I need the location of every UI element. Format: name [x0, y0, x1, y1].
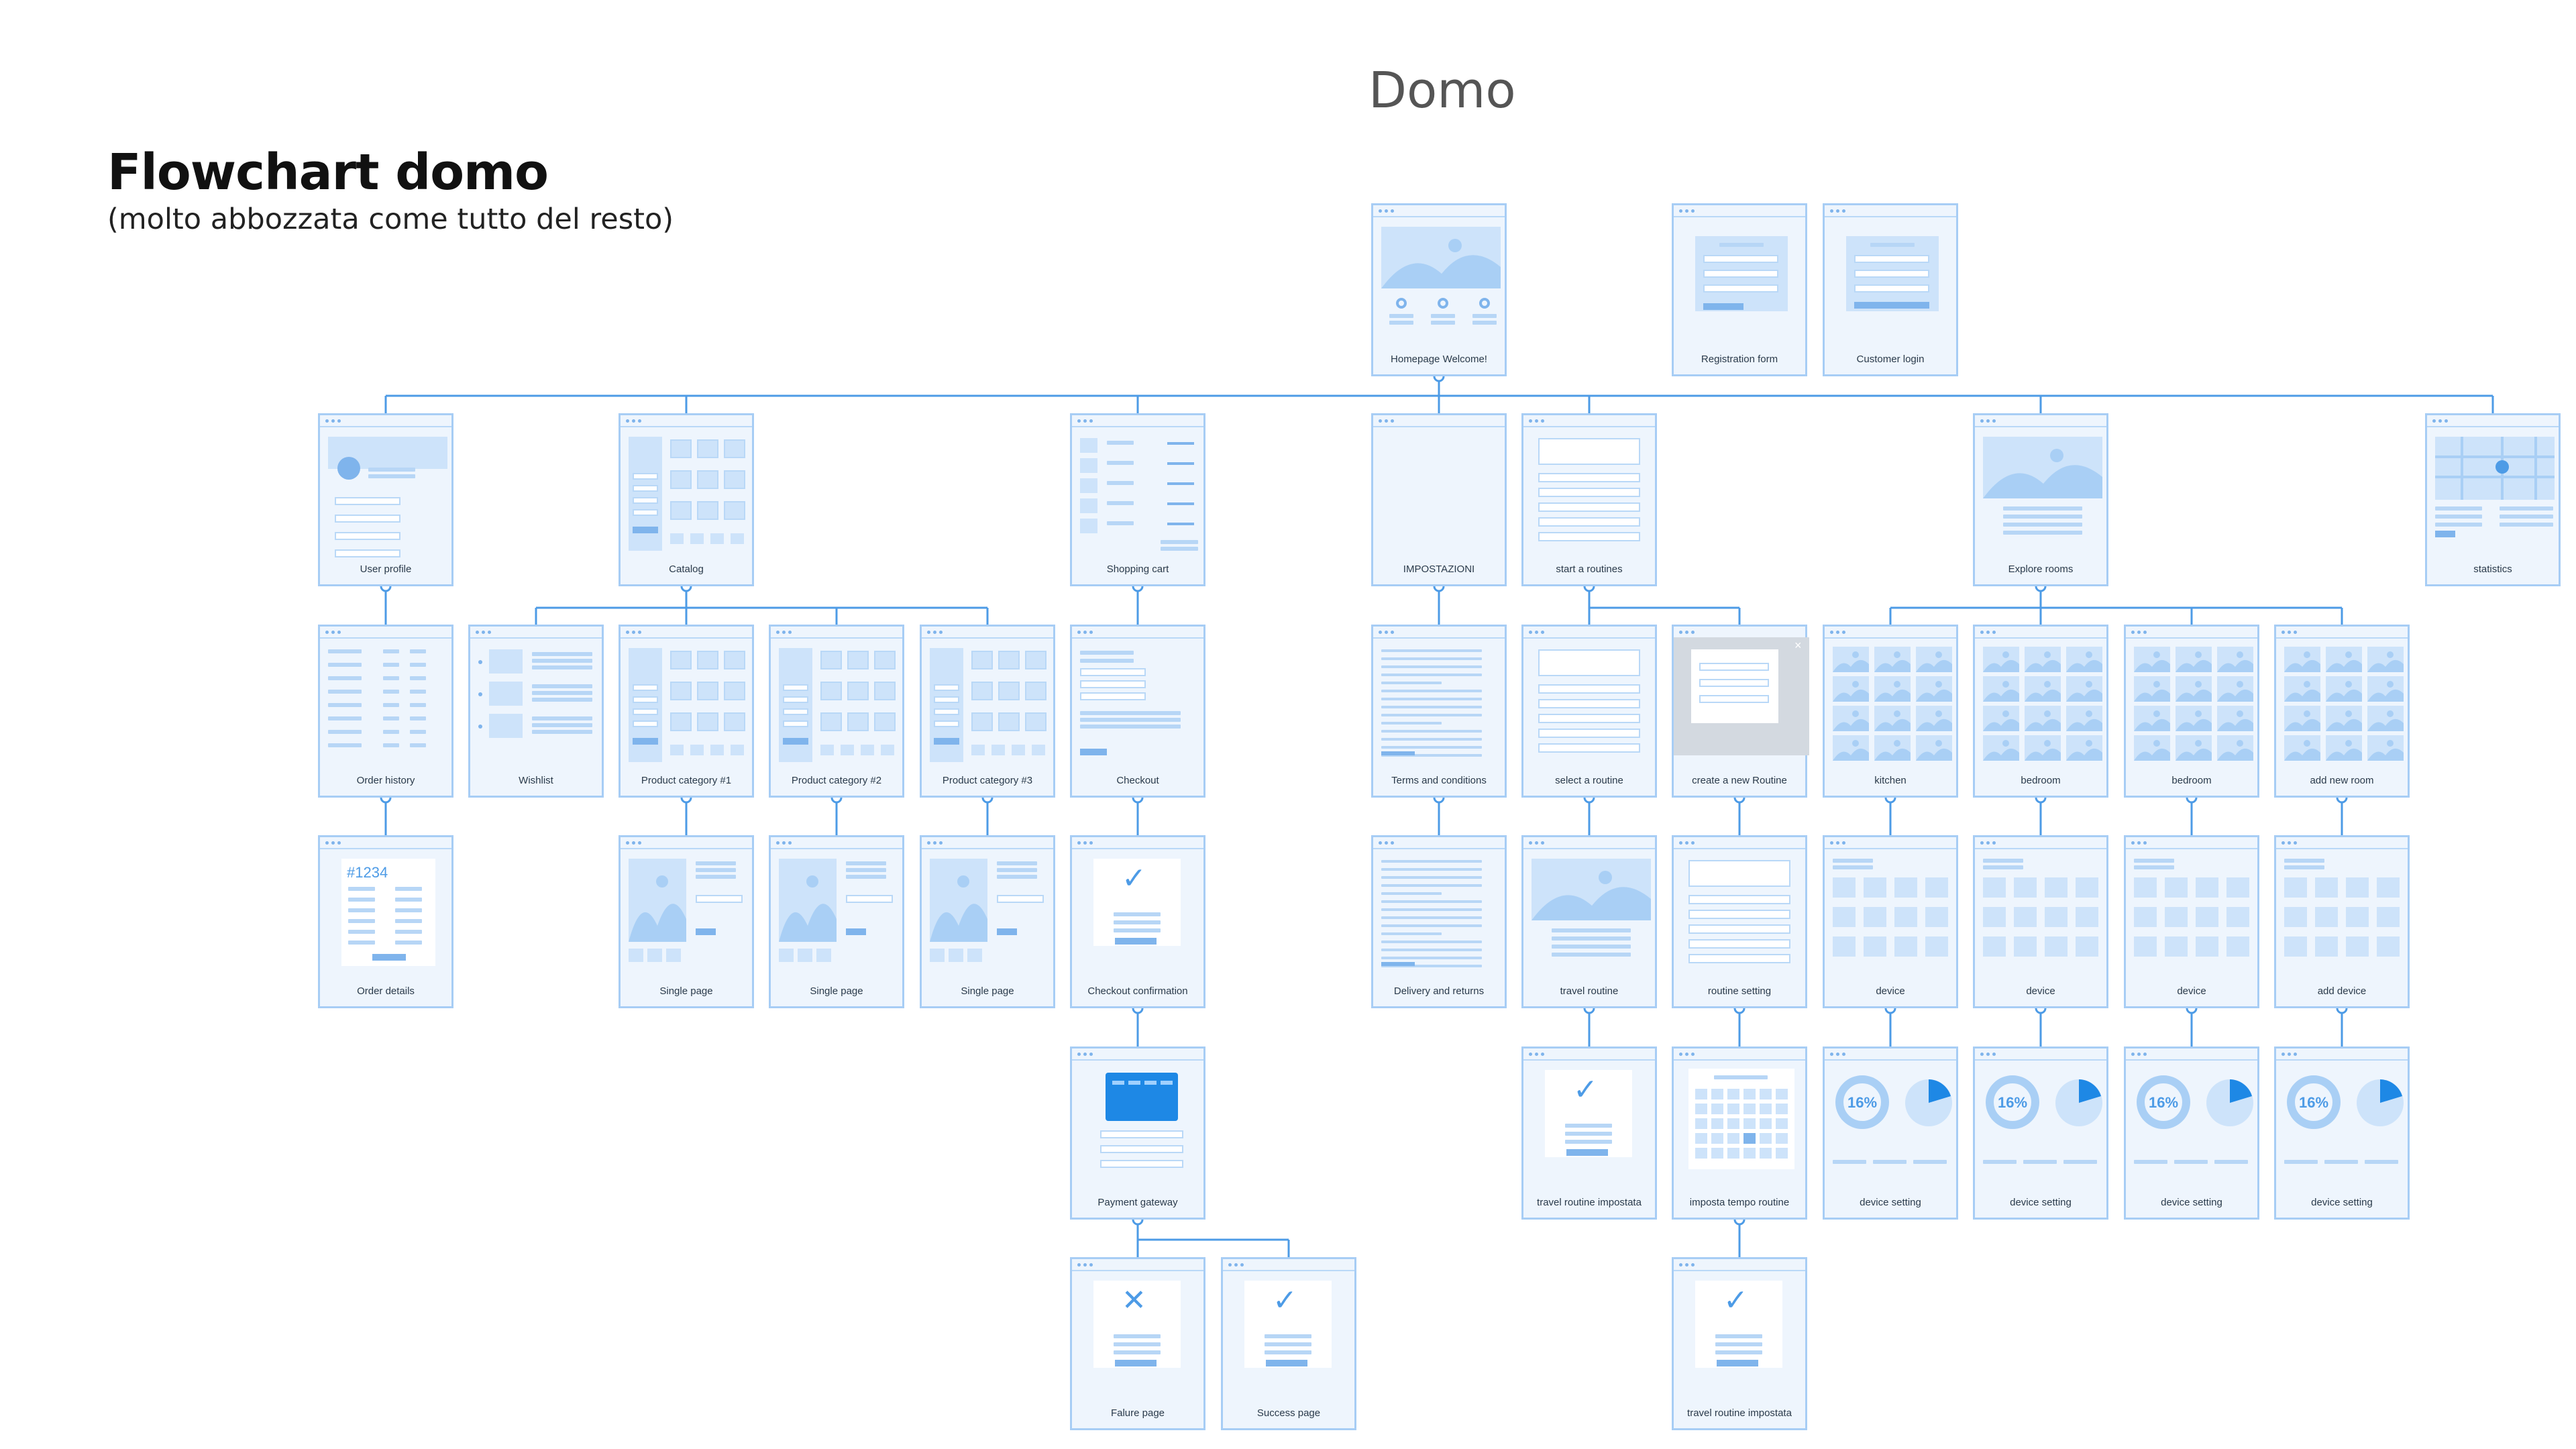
screen-label: Catalog: [669, 564, 704, 575]
screen-card-select-routine: select a routine: [1521, 625, 1657, 798]
product-name: Domo: [1368, 62, 1516, 119]
screen-label: bedroom: [2171, 775, 2212, 786]
screen-label: bedroom: [2021, 775, 2061, 786]
percent-label: 16%: [1998, 1094, 2028, 1111]
screen-label: Success page: [1256, 1407, 1321, 1419]
screen-label: start a routines: [1556, 564, 1623, 575]
screen-label: Delivery and returns: [1393, 985, 1485, 997]
screen-card-delivery: Delivery and returns: [1371, 835, 1507, 1008]
screen-card-bedroom-2: bedroom: [2124, 625, 2259, 798]
screen-label: add device: [2317, 985, 2367, 997]
screen-label: add new room: [2310, 775, 2374, 786]
screen-label: travel routine impostata: [1537, 1197, 1642, 1208]
screen-card-travel-routine: travel routine: [1521, 835, 1657, 1008]
screen-label: routine setting: [1707, 985, 1772, 997]
screen-card-device-setting-3: 16% device setting: [2124, 1046, 2259, 1220]
screen-card-success: ✓Success page: [1221, 1257, 1356, 1430]
screen-card-single-page-1: Single page: [619, 835, 754, 1008]
screen-card-single-page-2: Single page: [769, 835, 904, 1008]
screen-card-create-routine: ×create a new Routine: [1672, 625, 1809, 798]
screen-label: device: [1876, 985, 1905, 997]
screen-label: create a new Routine: [1692, 775, 1787, 786]
screen-label: device setting: [2010, 1197, 2072, 1208]
screen-card-device-setting-4: 16% device setting: [2274, 1046, 2410, 1220]
percent-label: 16%: [2299, 1094, 2329, 1111]
screen-label: Checkout confirmation: [1087, 985, 1188, 997]
screen-label: Falure page: [1110, 1407, 1165, 1419]
screen-label: Single page: [659, 985, 713, 997]
screen-label: Order details: [357, 985, 415, 997]
screen-card-bedroom-1: bedroom: [1973, 625, 2108, 798]
screen-card-checkout: Checkout: [1070, 625, 1205, 798]
screen-card-device-setting-2: 16% device setting: [1973, 1046, 2108, 1220]
screen-card-kitchen: kitchen: [1823, 625, 1958, 798]
screen-label: Product category #1: [641, 775, 732, 786]
screen-label: Homepage Welcome!: [1391, 354, 1487, 365]
screen-label: Customer login: [1856, 354, 1925, 365]
screen-card-device-2: device: [1973, 835, 2108, 1008]
screen-card-homepage: Homepage Welcome!: [1371, 203, 1507, 376]
screen-card-wishlist: Wishlist: [468, 625, 604, 798]
screen-card-travel-routine-set-2: ✓travel routine impostata: [1672, 1257, 1807, 1430]
screen-label: Wishlist: [519, 775, 553, 786]
page-title: Flowchart domo: [107, 144, 549, 201]
screen-card-payment-gateway: Payment gateway: [1070, 1046, 1205, 1220]
screen-card-explore-rooms: Explore rooms: [1973, 413, 2108, 586]
screen-card-add-device: add device: [2274, 835, 2410, 1008]
screen-label: device setting: [2311, 1197, 2373, 1208]
screen-card-add-room: add new room: [2274, 625, 2410, 798]
screen-card-imposta-tempo: imposta tempo routine: [1672, 1046, 1807, 1220]
screen-label: User profile: [360, 564, 412, 575]
percent-label: 16%: [2149, 1094, 2179, 1111]
screen-card-impostazioni: IMPOSTAZIONI: [1371, 413, 1507, 586]
order-number: #1234: [347, 864, 388, 881]
screen-label: Order history: [356, 775, 415, 786]
percent-label: 16%: [1847, 1094, 1878, 1111]
screen-card-device-3: device: [2124, 835, 2259, 1008]
screen-card-customer-login: Customer login: [1823, 203, 1958, 376]
screen-card-user-profile: User profile: [318, 413, 453, 586]
screen-card-device-setting-1: 16% device setting: [1823, 1046, 1958, 1220]
screen-card-failure: ✕Falure page: [1070, 1257, 1205, 1430]
screen-card-product-cat-3: Product category #3: [920, 625, 1055, 798]
screen-label: Single page: [961, 985, 1014, 997]
screen-card-travel-routine-set-1: ✓travel routine impostata: [1521, 1046, 1657, 1220]
screen-label: Terms and conditions: [1391, 775, 1487, 786]
screen-label: travel routine impostata: [1687, 1407, 1792, 1419]
screen-card-terms: Terms and conditions: [1371, 625, 1507, 798]
screen-label: Single page: [810, 985, 863, 997]
screen-card-product-cat-2: Product category #2: [769, 625, 904, 798]
screen-card-checkout-confirmation: ✓Checkout confirmation: [1070, 835, 1205, 1008]
screen-label: kitchen: [1874, 775, 1907, 786]
screen-label: IMPOSTAZIONI: [1403, 564, 1475, 575]
screen-label: device setting: [1860, 1197, 1921, 1208]
screen-label: Registration form: [1701, 354, 1778, 365]
page-subtitle: (molto abbozzata come tutto del resto): [107, 203, 674, 236]
screen-label: travel routine: [1560, 985, 1619, 997]
screen-card-routine-setting: routine setting: [1672, 835, 1807, 1008]
screen-card-shopping-cart: Shopping cart: [1070, 413, 1205, 586]
screen-label: device setting: [2161, 1197, 2222, 1208]
screen-label: Product category #2: [791, 775, 882, 786]
screen-label: device: [2177, 985, 2206, 997]
screen-label: statistics: [2473, 564, 2512, 575]
screen-label: Checkout: [1116, 775, 1159, 786]
screen-label: imposta tempo routine: [1689, 1197, 1790, 1208]
screen-card-catalog: Catalog: [619, 413, 754, 586]
screen-label: Explore rooms: [2008, 564, 2074, 575]
screen-card-order-history: Order history: [318, 625, 453, 798]
screen-card-statistics: statistics: [2425, 413, 2561, 586]
screen-card-start-routines: start a routines: [1521, 413, 1657, 586]
screen-card-single-page-3: Single page: [920, 835, 1055, 1008]
screen-label: Payment gateway: [1097, 1197, 1178, 1208]
screen-card-product-cat-1: Product category #1: [619, 625, 754, 798]
screen-label: Shopping cart: [1106, 564, 1169, 575]
screen-label: Product category #3: [942, 775, 1033, 786]
screen-label: select a routine: [1555, 775, 1623, 786]
screen-card-device-1: device: [1823, 835, 1958, 1008]
screen-card-registration: Registration form: [1672, 203, 1807, 376]
screen-label: device: [2026, 985, 2055, 997]
